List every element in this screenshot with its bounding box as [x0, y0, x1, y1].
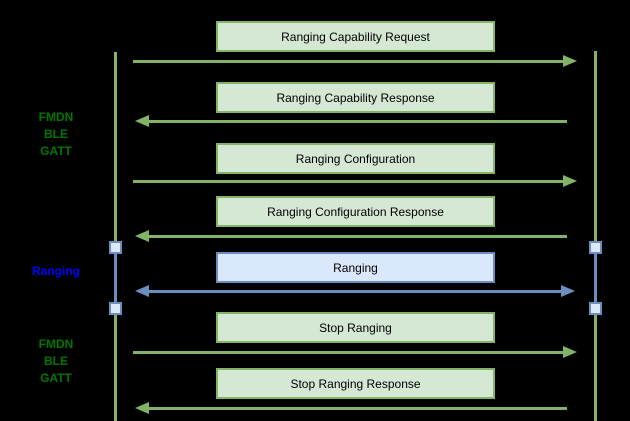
phase-label-line: GATT [40, 371, 72, 385]
message-arrow-6 [133, 351, 563, 354]
arrowhead-right-icon [563, 346, 577, 358]
lifeline-right [594, 51, 597, 421]
lifeline-left [114, 52, 117, 421]
activation-bar-right [594, 247, 597, 308]
phase-label-fmdn-ble-gatt-top: FMDN BLE GATT [0, 109, 112, 160]
message-arrow-3 [133, 180, 563, 183]
message-arrow-2 [149, 120, 567, 123]
message-arrow-4 [149, 235, 567, 238]
phase-label-line: GATT [40, 144, 72, 158]
arrowhead-right-icon [561, 285, 575, 297]
arrowhead-left-icon [135, 402, 149, 414]
phase-label-line: Ranging [32, 264, 80, 278]
activation-square-left-top [109, 241, 122, 254]
message-box-stop-ranging: Stop Ranging [216, 312, 495, 343]
phase-label-fmdn-ble-gatt-bottom: FMDN BLE GATT [0, 336, 112, 387]
arrowhead-left-icon [135, 285, 149, 297]
message-arrow-7 [149, 407, 567, 410]
message-arrow-5 [149, 290, 561, 293]
arrowhead-left-icon [135, 115, 149, 127]
activation-square-right-top [589, 241, 602, 254]
message-box-ranging: Ranging [216, 252, 495, 283]
activation-square-right-bottom [589, 302, 602, 315]
message-box-ranging-capability-response: Ranging Capability Response [216, 82, 495, 113]
message-box-ranging-configuration-response: Ranging Configuration Response [216, 196, 495, 227]
message-box-stop-ranging-response: Stop Ranging Response [216, 368, 495, 399]
phase-label-line: BLE [44, 127, 68, 141]
phase-label-ranging: Ranging [0, 264, 112, 279]
arrowhead-right-icon [563, 55, 577, 67]
activation-bar-left [114, 247, 117, 308]
message-box-ranging-configuration: Ranging Configuration [216, 143, 495, 174]
phase-label-line: BLE [44, 354, 68, 368]
message-arrow-1 [133, 60, 563, 63]
phase-label-line: FMDN [38, 337, 74, 351]
activation-square-left-bottom [109, 302, 122, 315]
arrowhead-right-icon [563, 175, 577, 187]
arrowhead-left-icon [135, 230, 149, 242]
message-box-ranging-capability-request: Ranging Capability Request [216, 21, 495, 52]
phase-label-line: FMDN [38, 110, 74, 124]
